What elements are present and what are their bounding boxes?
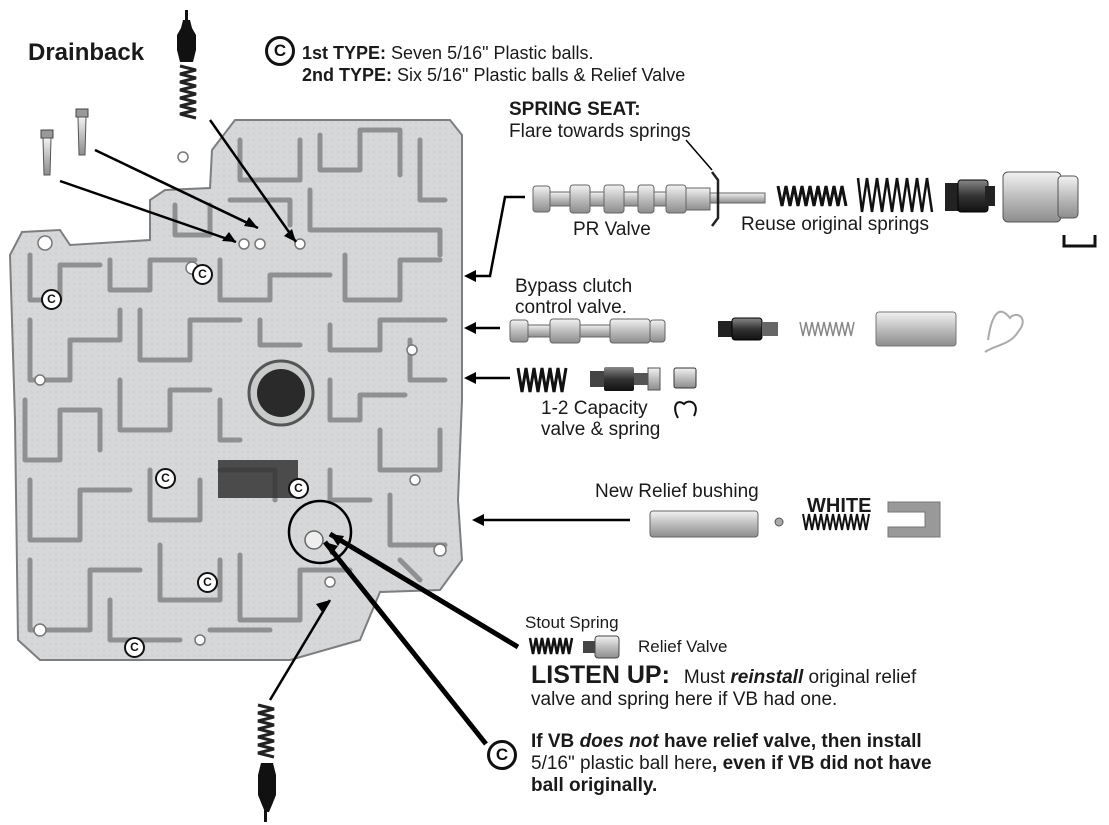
- checkball-ball-marker: C: [487, 740, 517, 770]
- ball-note-line3: ball originally.: [531, 775, 658, 796]
- ball-note-part1: If VB: [531, 731, 580, 752]
- checkball-legend-marker: C: [265, 36, 295, 66]
- listen-up-line2: valve and spring here if VB had one.: [531, 689, 838, 710]
- checkball-marker: C: [192, 264, 213, 285]
- checkball-note: 1st TYPE: Seven 5/16" Plastic balls. 2nd…: [302, 42, 685, 86]
- ball-note-part3: have relief valve, then install: [658, 731, 922, 752]
- bypass-valve-label: Bypass clutch control valve.: [515, 276, 632, 318]
- accumulator-hole: [257, 369, 305, 417]
- listen-up-heading: LISTEN UP:: [531, 661, 670, 689]
- bypass-label-line1: Bypass clutch: [515, 276, 633, 297]
- listen-up-text-b: original relief: [803, 667, 917, 688]
- pr-valve-label: PR Valve: [573, 219, 651, 240]
- checkball-marker: C: [155, 468, 176, 489]
- relief-bushing: [649, 501, 941, 538]
- bypass-label-line2: control valve.: [515, 297, 627, 318]
- drainback-title: Drainback: [28, 39, 145, 66]
- bypass-valve: [509, 310, 1024, 353]
- spring-seat: [711, 171, 720, 227]
- type1-heading: 1st TYPE:: [302, 43, 387, 63]
- leader-lines: [59, 119, 520, 746]
- ball-note-line2b: , even if VB did not have: [712, 753, 932, 774]
- bore-arrows: [468, 195, 630, 522]
- pr-valve: [532, 139, 766, 227]
- spring-seat-heading: SPRING SEAT:: [509, 99, 641, 120]
- checkball-marker: C: [197, 572, 218, 593]
- ball-note-part2: does not: [579, 731, 659, 752]
- listen-up-note: LISTEN UP: Must reinstall original relief…: [531, 661, 917, 711]
- listen-up-emphasis: reinstall: [730, 667, 804, 688]
- checkball-marker: C: [288, 478, 309, 499]
- pr-springs-label: Reuse original springs: [741, 214, 929, 235]
- spring-seat-note: SPRING SEAT: Flare towards springs: [509, 99, 691, 143]
- capacity-valve-label: 1-2 Capacity valve & spring: [541, 398, 660, 440]
- screws: [40, 108, 89, 176]
- checkball-marker: C: [124, 637, 145, 658]
- capacity-label-line2: valve & spring: [541, 419, 661, 440]
- fluid-channels: [22, 127, 448, 643]
- listen-up-text-a: Must: [683, 667, 731, 688]
- relief-location-circle: [287, 499, 353, 565]
- checkball-marker: C: [41, 289, 62, 310]
- relief-valve-label: Relief Valve: [638, 637, 728, 656]
- leader-arrowheads: [222, 217, 344, 612]
- valve-body-casting: [8, 119, 464, 661]
- bolt-holes: [33, 151, 447, 646]
- pr-springs: [776, 171, 1097, 248]
- drainback-valve-top: [177, 10, 197, 120]
- dark-pocket: [218, 460, 298, 498]
- type1-text: Seven 5/16" Plastic balls.: [386, 43, 594, 63]
- relief-bushing-label: New Relief bushing: [595, 481, 759, 502]
- ball-note-line2a: 5/16" plastic ball here: [531, 753, 713, 774]
- type2-heading: 2nd TYPE:: [302, 65, 393, 85]
- capacity-valve: [516, 367, 697, 419]
- type2-text: Six 5/16" Plastic balls & Relief Valve: [392, 65, 686, 85]
- stout-spring-relief: [528, 635, 620, 659]
- drainback-valve-bottom: [257, 703, 276, 822]
- stout-spring-label: Stout Spring: [525, 613, 619, 632]
- capacity-label-line1: 1-2 Capacity: [541, 398, 648, 419]
- white-spring-label: WHITE: [807, 495, 872, 517]
- ball-note: If VB does not have relief valve, then i…: [531, 731, 932, 797]
- spring-seat-text: Flare towards springs: [509, 121, 691, 142]
